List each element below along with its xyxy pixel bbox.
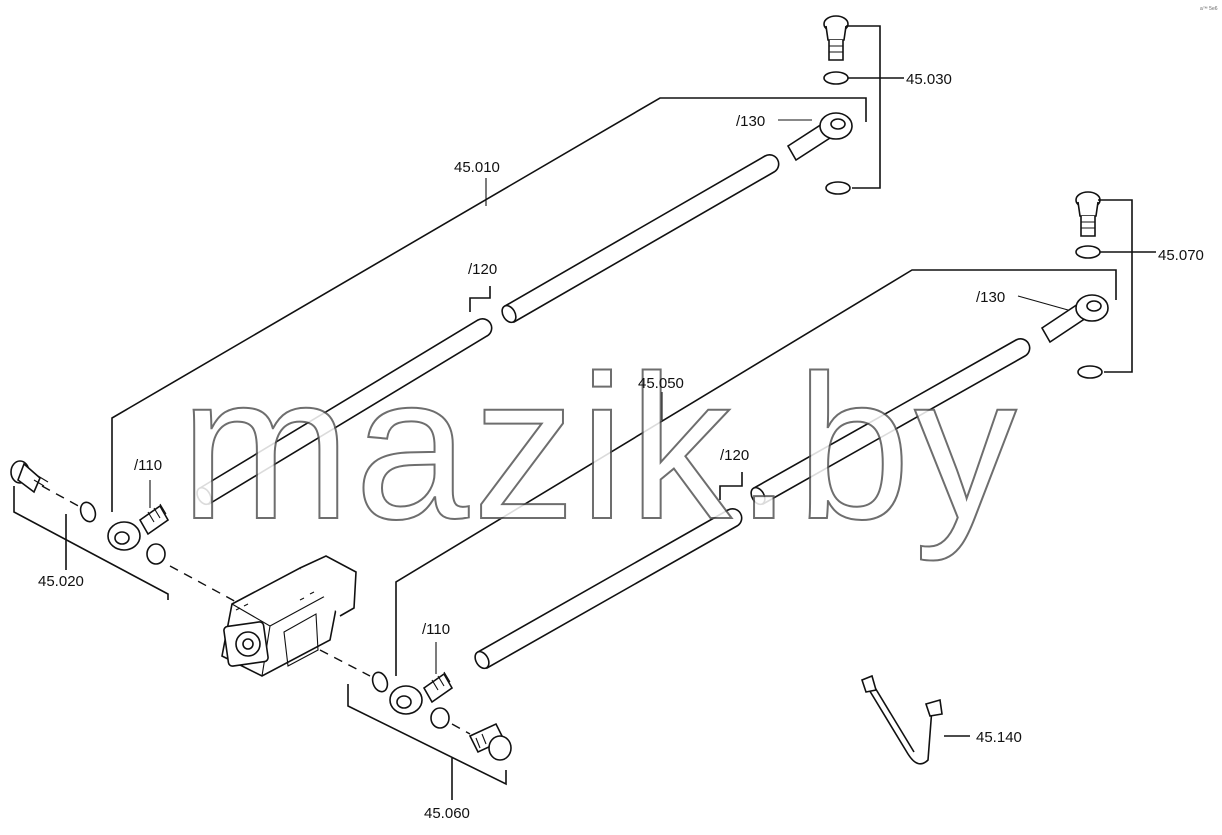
banjo-bolt-upper-left [10,460,49,494]
watermark-text: mazik.by [180,333,1021,562]
sealing-washer-upper-left-inner [146,543,166,565]
corner-mark: a™ 5e6 [1200,6,1218,12]
sealing-washer-upper-bottom [825,181,851,195]
label-45-010: 45.010 [454,159,500,176]
pipe-segment-lower-left [474,508,743,670]
part-labels: 45.010 45.020 45.030 45.050 45.060 45.07… [38,71,1204,822]
banjo-bolt-lower-left [468,722,512,761]
label-part-120-lower: /120 [720,447,749,464]
banjo-fitting-lower-right [1040,294,1109,344]
banjo-fitting-upper-right [786,112,853,162]
sealing-washer-upper-top [823,71,849,85]
pipe-assembly-upper [10,15,853,605]
sealing-washer-upper-left-outer [79,501,97,523]
sealing-washer-lower-left-outer [371,671,389,693]
label-45-060: 45.060 [424,805,470,822]
pipe-assembly-lower [319,191,1109,761]
pipe-segment-upper-right [501,154,780,324]
label-45-050: 45.050 [638,375,684,392]
label-45-070: 45.070 [1158,247,1204,264]
pipe-segment-lower-right [750,338,1031,506]
label-part-110-lower: /110 [422,621,450,638]
cable-assembly [861,674,943,765]
label-45-030: 45.030 [906,71,952,88]
label-part-130-upper: /130 [736,113,765,130]
label-45-020: 45.020 [38,573,84,590]
sealing-washer-lower-bottom [1077,365,1103,379]
banjo-fitting-lower-left [389,671,454,715]
hydraulic-pump [221,555,357,677]
banjo-bolt-lower [1075,191,1101,237]
label-part-130-lower: /130 [976,289,1005,306]
sealing-washer-lower-left-inner [430,707,450,729]
leader-lines [13,25,1156,800]
label-part-120-upper: /120 [468,261,497,278]
label-45-140: 45.140 [976,729,1022,746]
banjo-fitting-upper-left [107,503,170,551]
sealing-washer-lower-top [1075,245,1101,259]
label-part-110-upper: /110 [134,457,162,474]
banjo-bolt-upper [823,15,849,61]
pipe-segment-upper-left [196,318,493,506]
